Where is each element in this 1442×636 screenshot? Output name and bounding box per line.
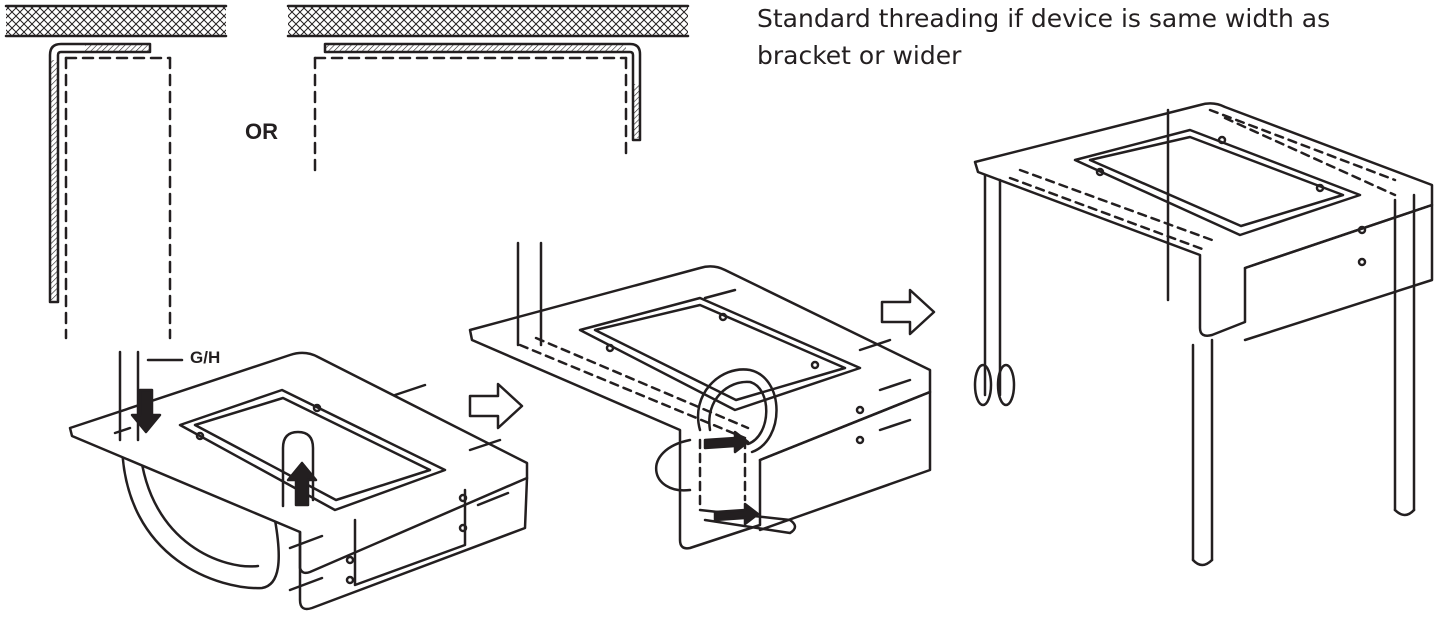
next-step-arrow-icon bbox=[880, 288, 936, 336]
arrow-up-icon bbox=[286, 461, 318, 507]
bracket-step-1 bbox=[68, 350, 529, 611]
bracket-section-icon bbox=[323, 42, 642, 142]
ceiling-hatch-icon bbox=[6, 6, 226, 36]
section-view-left bbox=[4, 4, 228, 340]
arrow-right-icon bbox=[713, 502, 760, 526]
bracket-step-2 bbox=[468, 241, 932, 550]
bracket-section-icon bbox=[48, 42, 152, 304]
strap-icon bbox=[120, 443, 280, 590]
bracket-step-3 bbox=[973, 102, 1434, 567]
or-label: OR bbox=[245, 119, 278, 144]
callout-label: G/H bbox=[190, 348, 221, 367]
buckle-icon bbox=[973, 363, 993, 407]
strap-path-right bbox=[313, 56, 628, 172]
ceiling-hatch-icon bbox=[288, 6, 688, 36]
strap-path-left bbox=[64, 56, 172, 340]
strap-icon bbox=[696, 368, 778, 454]
arrow-right-icon bbox=[703, 430, 750, 454]
caption-text: Standard threading if device is same wid… bbox=[757, 4, 1331, 70]
arrow-down-icon bbox=[130, 388, 162, 434]
section-view-right bbox=[286, 4, 690, 172]
next-step-arrow-icon bbox=[468, 382, 524, 430]
